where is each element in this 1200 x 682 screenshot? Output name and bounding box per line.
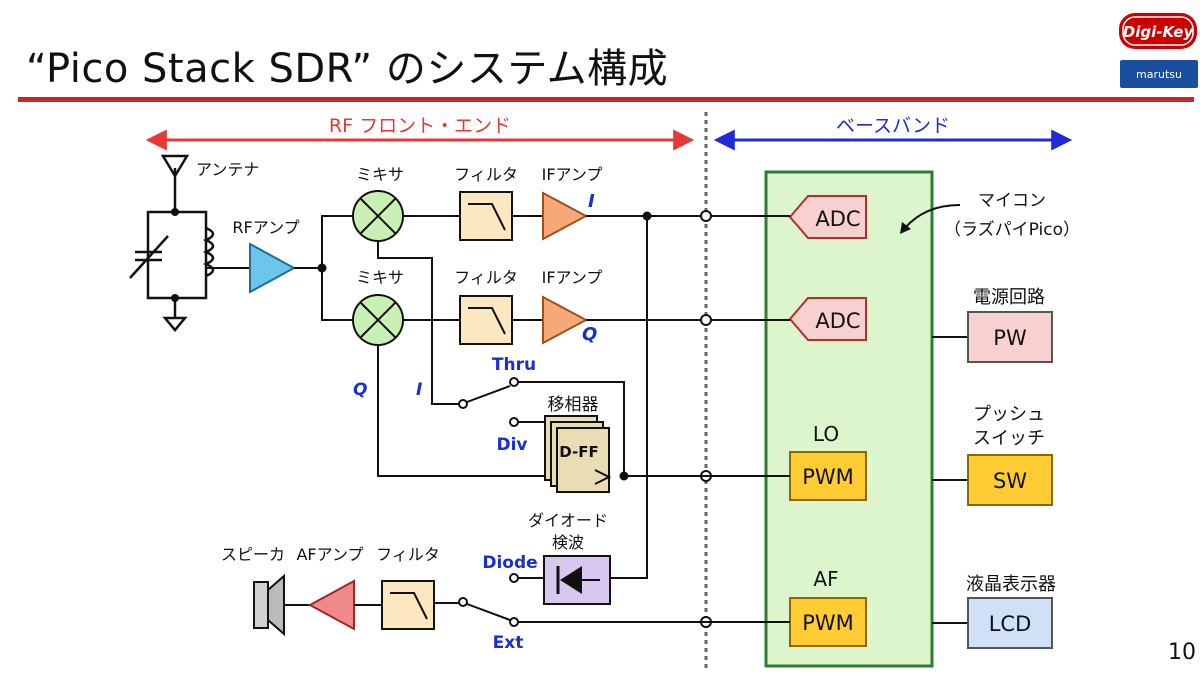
marutsu-logo: marutsu (1120, 60, 1198, 88)
speaker-icon (253, 573, 285, 637)
mcu-pointer-arrow (904, 204, 961, 229)
pwm-block-af: PWM (789, 597, 867, 647)
lo-i-mark: I (416, 380, 422, 400)
af-amp-label: AFアンプ (296, 545, 363, 564)
lo-q-mark: Q (353, 380, 367, 400)
mixer-q-icon (352, 294, 404, 346)
div-label: Div (496, 435, 527, 455)
mixer-i-icon (352, 190, 404, 242)
page-number: 10 (1168, 640, 1196, 665)
ext-label: Ext (493, 633, 524, 653)
rf-section-label: RF フロント・エンド (329, 115, 511, 137)
svg-text:SW: SW (993, 469, 1027, 493)
pwm-block-lo: PWM (789, 451, 867, 501)
diode-detector-icon (543, 555, 611, 605)
antenna-label: アンテナ (196, 160, 259, 179)
rf-amp-icon (249, 242, 297, 294)
i-channel-mark: I (588, 191, 595, 212)
adc-block-q: ADC (788, 297, 867, 341)
svg-text:D-FF: D-FF (559, 443, 598, 461)
lcd-block: LCD (967, 597, 1053, 649)
thru-label: Thru (492, 355, 536, 375)
mcu-label-line1: マイコン (978, 191, 1046, 211)
push-switch-label-line1: プッシュ (973, 404, 1045, 425)
af-label: AF (813, 567, 838, 591)
filter-label-q: フィルタ (454, 268, 518, 287)
svg-text:Digi-Key: Digi-Key (1123, 23, 1195, 41)
tuned-circuit (129, 210, 215, 332)
svg-text:PWM: PWM (802, 611, 854, 635)
dff-icon: D-FF (544, 415, 612, 493)
svg-text:ADC: ADC (815, 309, 860, 333)
filter-q-icon (459, 295, 513, 345)
diode-label: Diode (482, 553, 537, 573)
af-filter-label: フィルタ (376, 545, 440, 564)
mixer-label-i: ミキサ (356, 165, 404, 184)
svg-text:PWM: PWM (802, 465, 854, 489)
title-underline (18, 97, 1194, 102)
svg-text:PW: PW (993, 326, 1027, 350)
svg-text:LCD: LCD (989, 612, 1032, 636)
switch-block: SW (967, 454, 1053, 506)
if-amp-i-icon (542, 191, 589, 241)
speaker-label: スピーカ (221, 545, 285, 564)
page-title: “Pico Stack SDR” のシステム構成 (26, 46, 669, 92)
af-amp-icon (307, 579, 355, 631)
diode-detector-label-line2: 検波 (552, 533, 584, 552)
mcu-box (764, 170, 934, 668)
mcu-label-line2: （ラズパイPico） (944, 220, 1080, 240)
if-amp-q-icon (542, 295, 589, 345)
power-block: PW (967, 311, 1053, 363)
if-amp-label-q: IFアンプ (542, 268, 603, 287)
svg-text:ADC: ADC (815, 207, 860, 231)
digikey-logo: Digi-Key (1119, 13, 1197, 49)
push-switch-label-line2: スイッチ (973, 428, 1045, 449)
lcd-label: 液晶表示器 (966, 574, 1056, 595)
lo-label: LO (813, 422, 839, 446)
rf-amp-label: RFアンプ (232, 218, 299, 237)
baseband-section-label: ベースバンド (836, 115, 950, 137)
filter-i-icon (459, 191, 513, 241)
af-filter-icon (381, 580, 435, 630)
antenna-icon (160, 154, 190, 212)
power-circuit-label: 電源回路 (973, 287, 1045, 308)
phase-shifter-label: 移相器 (548, 395, 599, 415)
diode-detector-label-line1: ダイオード (528, 511, 608, 530)
if-amp-label-i: IFアンプ (542, 165, 603, 184)
q-channel-mark: Q (582, 324, 597, 345)
mixer-label-q: ミキサ (356, 268, 404, 287)
adc-block-i: ADC (788, 195, 867, 239)
filter-label-i: フィルタ (454, 165, 518, 184)
